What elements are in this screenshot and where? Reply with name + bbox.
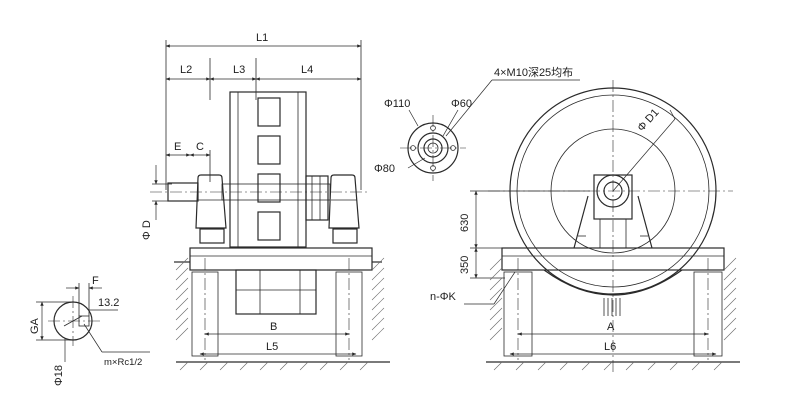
dim-Phi60-label: Φ60 <box>451 98 472 110</box>
dim-13-2-label: 13.2 <box>98 297 119 309</box>
foundation-hatch-front <box>175 257 385 341</box>
foundation-hatch-side <box>489 257 737 341</box>
dim-350-label: 350 <box>459 256 471 274</box>
bolt-note-label: 4×M10深25均布 <box>494 66 573 79</box>
dim-E-label: E <box>174 141 181 153</box>
dim-F-label: F <box>92 275 99 287</box>
dim-L4-label: L4 <box>301 64 313 76</box>
thread-spec-label: m×Rc1/2 <box>104 357 142 368</box>
front-view: L1 L2 L3 L4 E C Φ D <box>141 32 390 371</box>
dim-Phi110-label: Φ110 <box>384 98 410 110</box>
dim-Phi18-label: Φ18 <box>53 365 65 386</box>
dim-A-label: A <box>607 321 615 333</box>
dim-L2-label: L2 <box>180 64 192 76</box>
dim-L5-label: L5 <box>266 341 278 353</box>
dim-PhiD1-label: Φ D1 <box>635 107 661 134</box>
dim-GA-label: GA <box>29 317 41 334</box>
dim-B-label: B <box>270 321 277 333</box>
shaft-end-detail: F 13.2 GA Φ18 m×Rc1/2 <box>29 275 150 386</box>
dim-nPhiK-label: n-ΦK <box>430 291 457 303</box>
dim-C-label: C <box>196 141 204 153</box>
dim-L3-label: L3 <box>233 64 245 76</box>
dim-L6-label: L6 <box>604 341 616 353</box>
dim-PhiD-label: Φ D <box>141 220 153 240</box>
dim-630-label: 630 <box>459 214 471 232</box>
dim-L1-label: L1 <box>256 32 268 44</box>
flange-detail: Φ110 Φ60 Φ80 4×M10深25均布 <box>374 66 580 181</box>
dim-Phi80-label: Φ80 <box>374 163 395 175</box>
side-view: Φ D1 630 350 <box>430 80 740 372</box>
